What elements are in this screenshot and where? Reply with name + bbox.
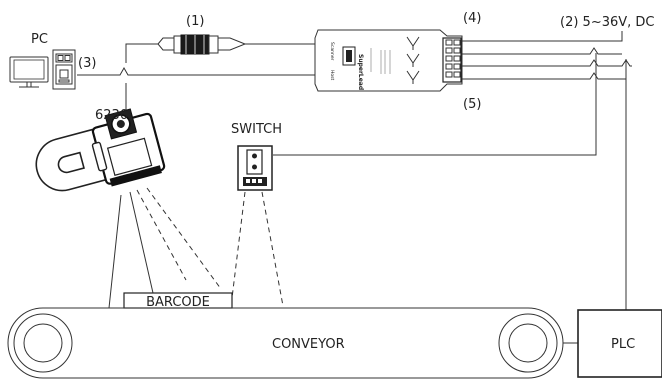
proximity-switch: SWITCH: [231, 122, 282, 191]
computer-tower-icon: [52, 49, 76, 90]
cables: [77, 31, 632, 310]
plc: PLC: [577, 309, 662, 378]
cable-1-connector: (1): [157, 14, 247, 55]
port-4-label: (4): [463, 11, 481, 26]
pc-group: PC (3): [9, 32, 96, 90]
superlead-adapter: Scanner Host SuperLead: [314, 29, 463, 92]
cable-1-label: (1): [186, 14, 204, 29]
port-3-label: (3): [78, 56, 96, 71]
barcode-text: BARCODE: [146, 295, 210, 310]
conveyor-label: CONVEYOR: [272, 337, 345, 352]
conveyor: CONVEYOR: [7, 307, 564, 379]
adapter-host-port-label: Host: [329, 70, 335, 80]
scanner-field-of-view: [108, 187, 222, 309]
pc-label: PC: [31, 32, 48, 47]
plc-label: PLC: [611, 337, 635, 352]
adapter-brand: SuperLead: [357, 54, 364, 90]
barcode-scanner-6230: 6230: [35, 108, 166, 192]
scanner-model-label: 6230: [95, 108, 128, 123]
barcode-label: BARCODE: [123, 292, 233, 310]
monitor-icon: [9, 56, 49, 88]
power-supply-label: (2) 5~36V, DC: [560, 15, 655, 30]
switch-label: SWITCH: [231, 122, 282, 137]
switch-field-of-view: [231, 191, 284, 307]
port-5-label: (5): [463, 97, 481, 112]
adapter-scanner-port-label: Scanner: [329, 42, 335, 61]
